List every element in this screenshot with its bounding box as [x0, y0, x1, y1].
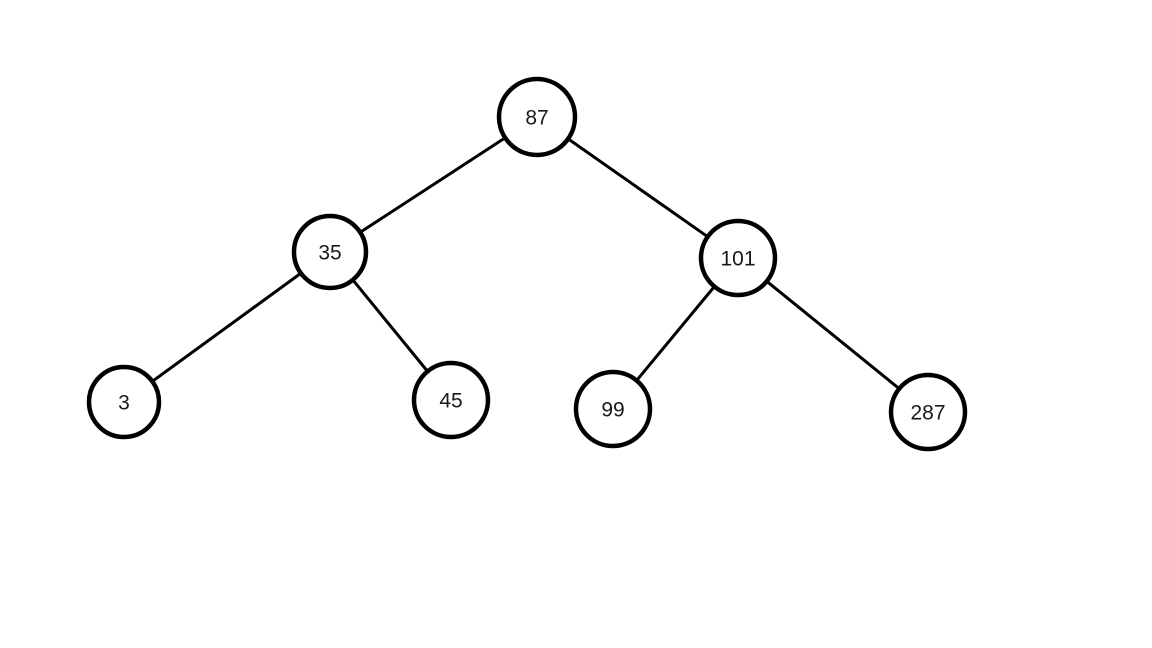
tree-node[interactable]: 99: [573, 369, 653, 449]
node-label: 87: [525, 107, 548, 130]
node-circle[interactable]: [698, 218, 778, 298]
node-label: 287: [910, 402, 945, 425]
node-label: 99: [601, 399, 624, 422]
tree-node[interactable]: 87: [496, 76, 578, 158]
tree-edge: [357, 135, 508, 235]
tree-edge: [350, 277, 430, 374]
tree-node[interactable]: 3: [86, 364, 162, 440]
tree-edge: [565, 136, 711, 239]
nodes-layer: 87 35 101 3 45 99 287: [86, 76, 968, 452]
tree-node[interactable]: 287: [888, 372, 968, 452]
node-circle[interactable]: [496, 76, 578, 158]
node-label: 101: [720, 248, 755, 271]
node-circle[interactable]: [86, 364, 162, 440]
node-circle[interactable]: [291, 213, 369, 291]
tree-edge: [634, 284, 717, 383]
node-label: 3: [118, 392, 130, 415]
tree-edge: [764, 279, 902, 391]
node-circle[interactable]: [411, 360, 491, 440]
tree-node[interactable]: 35: [291, 213, 369, 291]
node-label: 45: [439, 390, 462, 413]
tree-edge: [149, 271, 304, 384]
tree-node[interactable]: 101: [698, 218, 778, 298]
node-circle[interactable]: [888, 372, 968, 452]
tree-node[interactable]: 45: [411, 360, 491, 440]
node-label: 35: [318, 242, 341, 265]
edges-layer: [149, 135, 902, 391]
node-circle[interactable]: [573, 369, 653, 449]
